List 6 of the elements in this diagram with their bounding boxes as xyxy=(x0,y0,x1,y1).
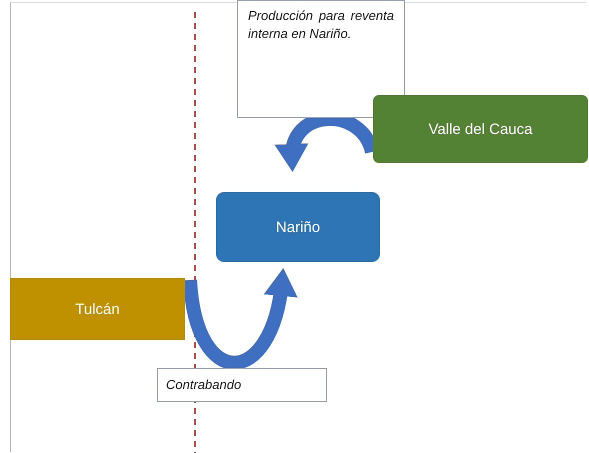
region-box: Valle del Cauca xyxy=(373,95,588,163)
note-box: Contrabando xyxy=(157,368,327,402)
curved-arrow xyxy=(183,268,297,370)
note-box: Producción para reventa interna en Nariño. xyxy=(237,0,405,118)
region-box: Nariño xyxy=(216,192,380,262)
region-box: Tulcán xyxy=(10,278,185,340)
